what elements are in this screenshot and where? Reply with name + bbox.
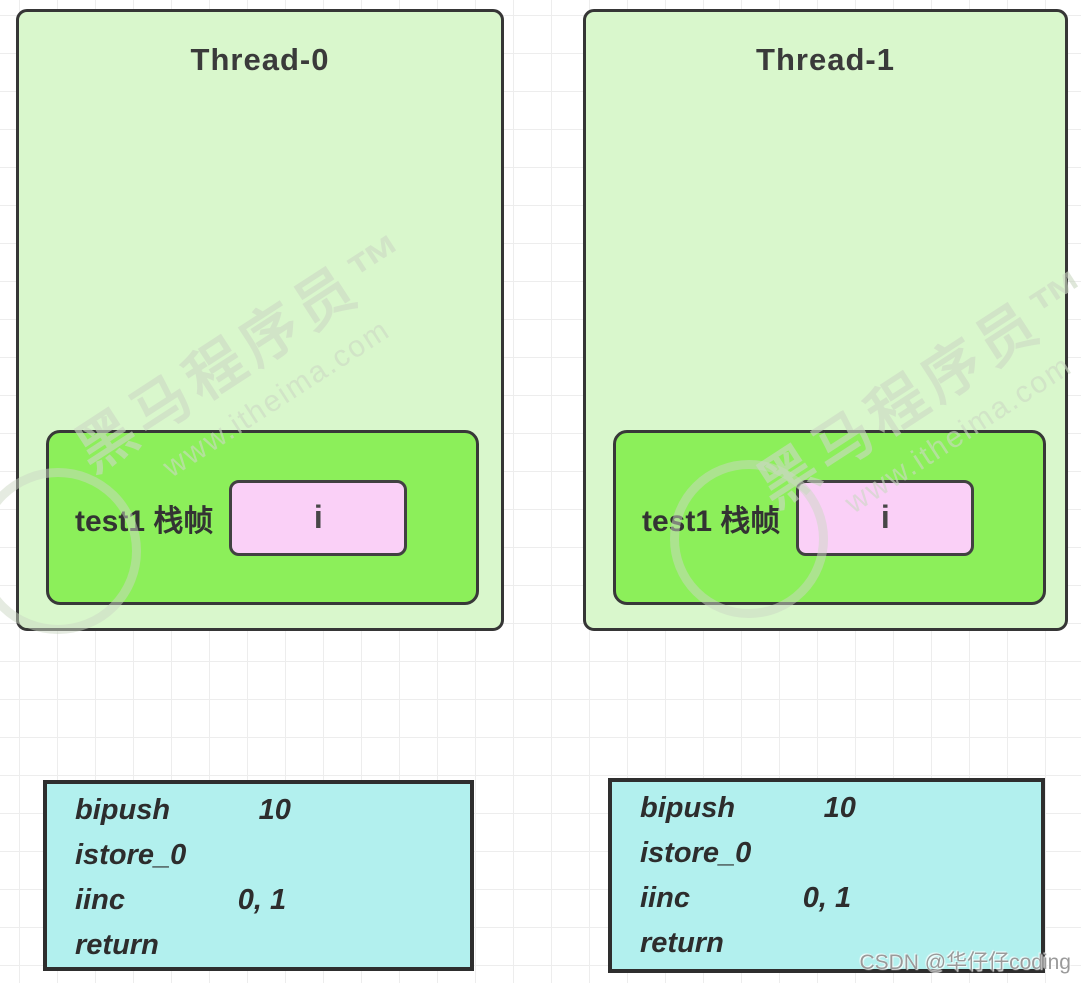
variable-slot-label: i xyxy=(880,499,890,535)
bytecode-box-0: bipush 10 istore_0 iinc 0, 1 return xyxy=(43,780,474,971)
bytecode-line: istore_0 xyxy=(75,839,187,871)
thread-panel-1: Thread-1 test1 栈帧 i xyxy=(583,9,1068,631)
bytecode-line: return xyxy=(640,927,724,959)
csdn-watermark: CSDN @华仔仔coding xyxy=(859,951,1071,974)
bytecode-line: istore_0 xyxy=(640,837,752,869)
bytecode-line: return xyxy=(75,929,159,961)
variable-slot-label: i xyxy=(313,499,323,535)
bytecode-line: iinc 0, 1 xyxy=(75,884,287,916)
stack-frame-box: test1 栈帧 i xyxy=(613,430,1046,605)
stack-frame-label: test1 栈帧 xyxy=(642,504,781,538)
thread-title: Thread-0 xyxy=(190,42,330,77)
variable-slot: i xyxy=(796,479,975,556)
thread-panel-0: Thread-0 test1 栈帧 i xyxy=(16,9,504,631)
stack-frame-label: test1 栈帧 xyxy=(75,504,214,538)
stack-frame-box: test1 栈帧 i xyxy=(46,430,479,605)
thread-title: Thread-1 xyxy=(756,42,895,77)
variable-slot: i xyxy=(229,479,408,556)
bytecode-line: iinc 0, 1 xyxy=(640,882,852,914)
bytecode-line: bipush 10 xyxy=(75,794,291,826)
bytecode-line: bipush 10 xyxy=(640,792,856,824)
bytecode-box-1: bipush 10 istore_0 iinc 0, 1 return xyxy=(608,778,1045,973)
